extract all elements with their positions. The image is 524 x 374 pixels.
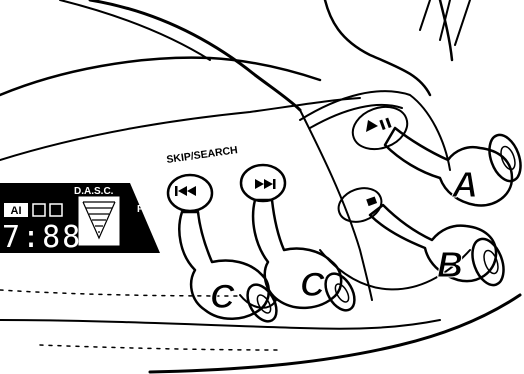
play-pause-icon: [366, 118, 392, 132]
hand-b: B: [370, 205, 509, 289]
display-panel: AI 7:88 D.A.S.C. F: [0, 183, 160, 255]
hand-c-right-label: C: [300, 266, 325, 304]
hand-c-left: C: [179, 212, 282, 326]
skip-back-button[interactable]: [168, 175, 212, 211]
hand-a: A: [385, 128, 524, 205]
stop-icon: [366, 196, 377, 206]
skip-back-icon: [175, 186, 196, 196]
time-display: 7:88: [2, 220, 82, 255]
hand-a-label: A: [451, 164, 478, 205]
ai-badge: AI: [11, 205, 22, 217]
dasc-label: D.A.S.C.: [74, 186, 114, 197]
hand-c-left-label: C: [210, 278, 235, 316]
skip-forward-icon: [255, 179, 276, 189]
f-label: F: [137, 204, 143, 215]
skip-forward-button[interactable]: [241, 165, 285, 201]
hand-b-label: B: [437, 244, 463, 285]
skip-search-label: SKIP/SEARCH: [166, 144, 239, 166]
